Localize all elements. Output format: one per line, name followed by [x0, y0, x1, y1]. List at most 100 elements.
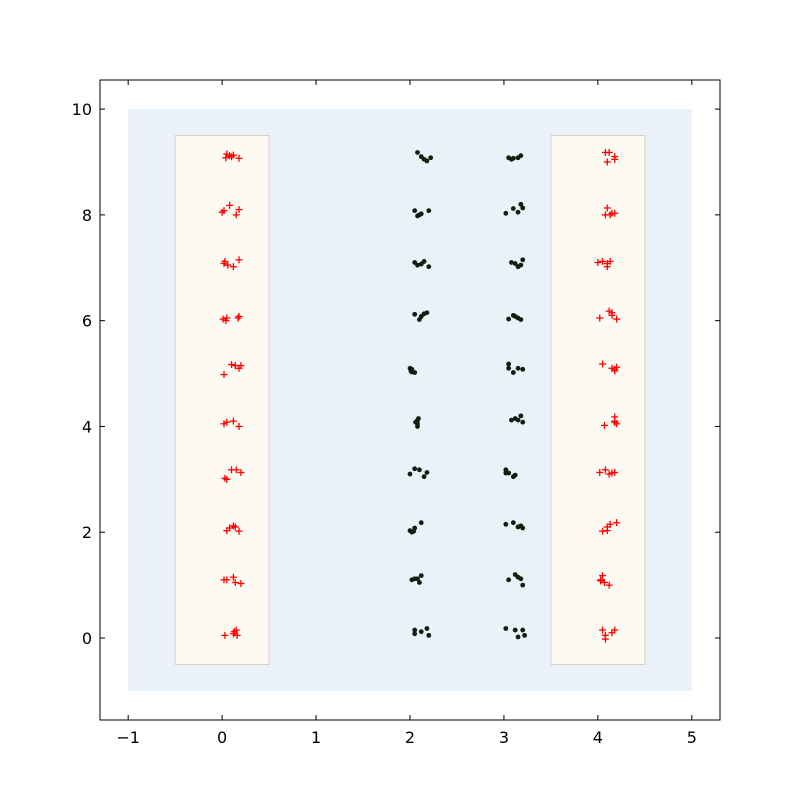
plus-marker [234, 314, 242, 322]
dot-marker [415, 576, 420, 582]
dot-marker [506, 316, 512, 322]
plus-marker [231, 578, 239, 586]
dot-marker [515, 365, 521, 371]
dot-marker [426, 632, 432, 638]
dot-marker [520, 257, 526, 263]
dot-marker [520, 582, 526, 588]
dot-marker [412, 208, 418, 214]
plus-marker [229, 522, 237, 530]
plus-marker [599, 572, 607, 580]
dot-marker [518, 317, 524, 323]
plus-marker [218, 208, 226, 216]
dot-marker [418, 629, 424, 635]
dot-marker [415, 213, 420, 219]
plus-marker [611, 417, 619, 425]
plus-marker [223, 418, 231, 426]
plus-marker [222, 317, 230, 325]
plus-marker [235, 154, 243, 162]
plus-marker [606, 520, 614, 528]
dot-marker [421, 311, 427, 317]
plus-marker [601, 211, 609, 219]
y-tick-label: 4 [82, 417, 92, 436]
plus-marker [613, 315, 621, 323]
plus-marker [229, 263, 237, 271]
dot-marker [503, 521, 509, 527]
dot-marker [412, 311, 418, 317]
dot-marker [412, 631, 418, 637]
dot-marker [512, 627, 518, 633]
dot-marker [408, 368, 414, 374]
plus-marker [222, 154, 230, 162]
y-tick-label: 2 [82, 523, 92, 542]
plus-marker [611, 626, 619, 634]
dot-marker [416, 416, 421, 421]
plus-marker [235, 256, 243, 264]
background-region-1 [174, 135, 270, 665]
dot-marker [512, 314, 518, 319]
dot-marker [506, 361, 512, 367]
dot-marker [518, 201, 524, 207]
x-tick-label: −1 [116, 728, 140, 747]
plus-marker [229, 151, 237, 159]
background-regions [128, 109, 692, 691]
plus-marker [223, 527, 231, 535]
dot-marker [424, 470, 430, 475]
dot-marker [520, 419, 526, 425]
plus-marker [596, 468, 604, 476]
plus-marker [235, 312, 243, 320]
dot-marker [512, 261, 518, 266]
plus-marker [608, 311, 616, 319]
plus-marker [228, 361, 236, 369]
plus-marker [233, 631, 241, 639]
y-tick-label: 10 [72, 100, 92, 119]
plus-marker [611, 209, 619, 217]
dot-marker [421, 259, 427, 264]
y-tick-label: 6 [82, 312, 92, 331]
x-tick-label: 5 [687, 728, 697, 747]
plus-marker [600, 578, 608, 586]
plus-marker [605, 148, 613, 156]
dot-marker [520, 525, 526, 531]
plus-marker [223, 150, 231, 158]
dot-marker [506, 365, 512, 371]
plus-marker [613, 519, 621, 527]
plus-marker [237, 580, 245, 588]
plus-marker [608, 364, 616, 372]
plus-marker [601, 466, 609, 474]
plus-marker [599, 257, 607, 265]
dot-marker [418, 520, 424, 526]
dot-marker [411, 528, 417, 534]
plus-marker [613, 363, 621, 371]
x-tick-label: 2 [405, 728, 415, 747]
dot-marker [412, 370, 418, 375]
plus-marker [235, 422, 243, 430]
dot-marker [512, 472, 518, 478]
plus-marker [229, 417, 237, 425]
dot-marker [415, 150, 420, 155]
dot-marker [416, 580, 422, 585]
dot-marker [428, 155, 434, 161]
dot-marker [506, 577, 512, 583]
plus-marker [235, 527, 243, 535]
x-tick-label: 1 [311, 728, 321, 747]
plus-marker [611, 155, 619, 163]
dot-marker [515, 209, 521, 215]
plus-marker [603, 158, 611, 166]
plus-marker [237, 468, 245, 476]
plus-marker [599, 360, 607, 368]
dot-marker [515, 634, 521, 640]
dot-marker [418, 573, 424, 579]
plus-marker [235, 206, 243, 214]
dot-marker [520, 366, 526, 372]
dot-marker [520, 627, 526, 633]
plus-marker [600, 421, 608, 429]
plus-marker [603, 527, 611, 535]
dot-marker [413, 419, 419, 425]
data-points [218, 148, 621, 643]
plus-marker [226, 201, 234, 209]
dot-marker [424, 158, 430, 164]
dot-marker [424, 626, 430, 631]
plus-marker [223, 576, 231, 584]
dot-marker [518, 413, 524, 419]
x-tick-label: 0 [217, 728, 227, 747]
